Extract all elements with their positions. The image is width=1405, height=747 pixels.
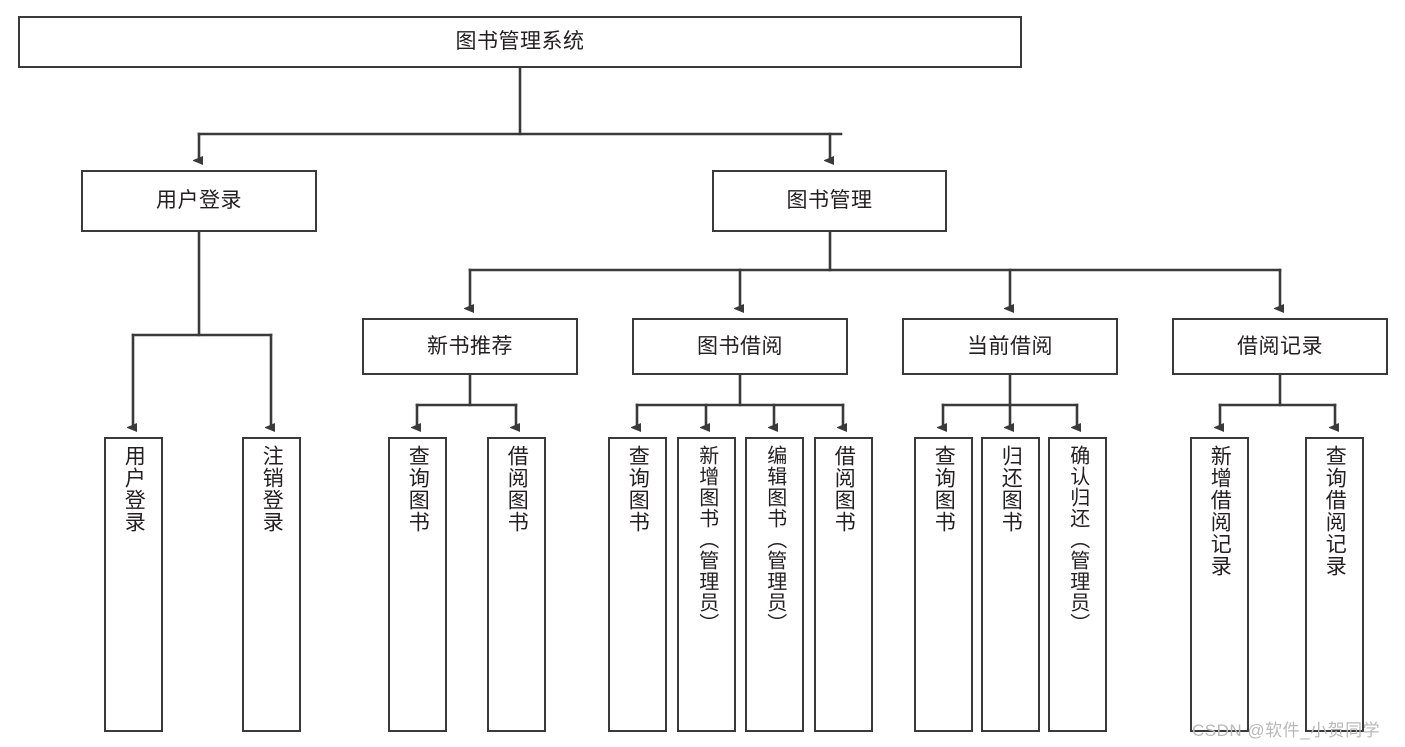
- node-root-label: 图书管理系统: [455, 30, 585, 54]
- node-leaf-return-book-label: 归还图书: [999, 445, 1023, 533]
- node-leaf-borrow-book-2-label: 借阅图书: [832, 445, 856, 533]
- node-borrow-record[interactable]: 借阅记录: [1172, 318, 1388, 375]
- node-leaf-query-record-label: 查询借阅记录: [1323, 445, 1347, 577]
- csdn-watermark: CSDN @软件_小贺同学: [1192, 721, 1381, 740]
- node-leaf-user-login-label: 用户登录: [122, 445, 146, 533]
- node-leaf-query-book-3[interactable]: 查询图书: [914, 437, 973, 732]
- node-book-manage[interactable]: 图书管理: [712, 170, 947, 232]
- node-leaf-logout[interactable]: 注销登录: [242, 437, 301, 732]
- node-leaf-query-book-1-label: 查询图书: [406, 445, 430, 533]
- node-new-book-rec[interactable]: 新书推荐: [362, 318, 578, 375]
- node-leaf-confirm-return-label: 确认归还（管理员）: [1066, 445, 1089, 634]
- node-leaf-query-book-2[interactable]: 查询图书: [608, 437, 667, 732]
- node-user-login[interactable]: 用户登录: [81, 170, 317, 232]
- node-leaf-edit-book[interactable]: 编辑图书（管理员）: [745, 437, 804, 732]
- node-leaf-add-record-label: 新增借阅记录: [1208, 445, 1232, 577]
- node-leaf-query-book-2-label: 查询图书: [626, 445, 650, 533]
- node-leaf-query-record[interactable]: 查询借阅记录: [1305, 437, 1364, 732]
- node-leaf-user-login[interactable]: 用户登录: [104, 437, 163, 732]
- node-current-borrow-label: 当前借阅: [967, 334, 1053, 358]
- node-leaf-borrow-book-1-label: 借阅图书: [505, 445, 529, 533]
- node-book-borrow-label: 图书借阅: [697, 334, 783, 358]
- node-borrow-record-label: 借阅记录: [1237, 334, 1323, 358]
- node-leaf-query-book-1[interactable]: 查询图书: [388, 437, 447, 732]
- node-leaf-add-book-label: 新增图书（管理员）: [695, 445, 718, 634]
- node-leaf-logout-label: 注销登录: [260, 445, 284, 533]
- node-root[interactable]: 图书管理系统: [18, 16, 1022, 68]
- node-leaf-edit-book-label: 编辑图书（管理员）: [763, 445, 786, 634]
- node-leaf-borrow-book-2[interactable]: 借阅图书: [814, 437, 873, 732]
- node-book-manage-label: 图书管理: [786, 189, 873, 213]
- node-leaf-query-book-3-label: 查询图书: [932, 445, 956, 533]
- node-current-borrow[interactable]: 当前借阅: [902, 318, 1118, 375]
- node-leaf-add-record[interactable]: 新增借阅记录: [1190, 437, 1249, 732]
- node-leaf-borrow-book-1[interactable]: 借阅图书: [487, 437, 546, 732]
- node-leaf-confirm-return[interactable]: 确认归还（管理员）: [1048, 437, 1107, 732]
- node-leaf-add-book[interactable]: 新增图书（管理员）: [677, 437, 736, 732]
- node-leaf-return-book[interactable]: 归还图书: [981, 437, 1040, 732]
- node-user-login-label: 用户登录: [156, 189, 242, 213]
- node-book-borrow[interactable]: 图书借阅: [632, 318, 848, 375]
- node-new-book-rec-label: 新书推荐: [427, 334, 513, 358]
